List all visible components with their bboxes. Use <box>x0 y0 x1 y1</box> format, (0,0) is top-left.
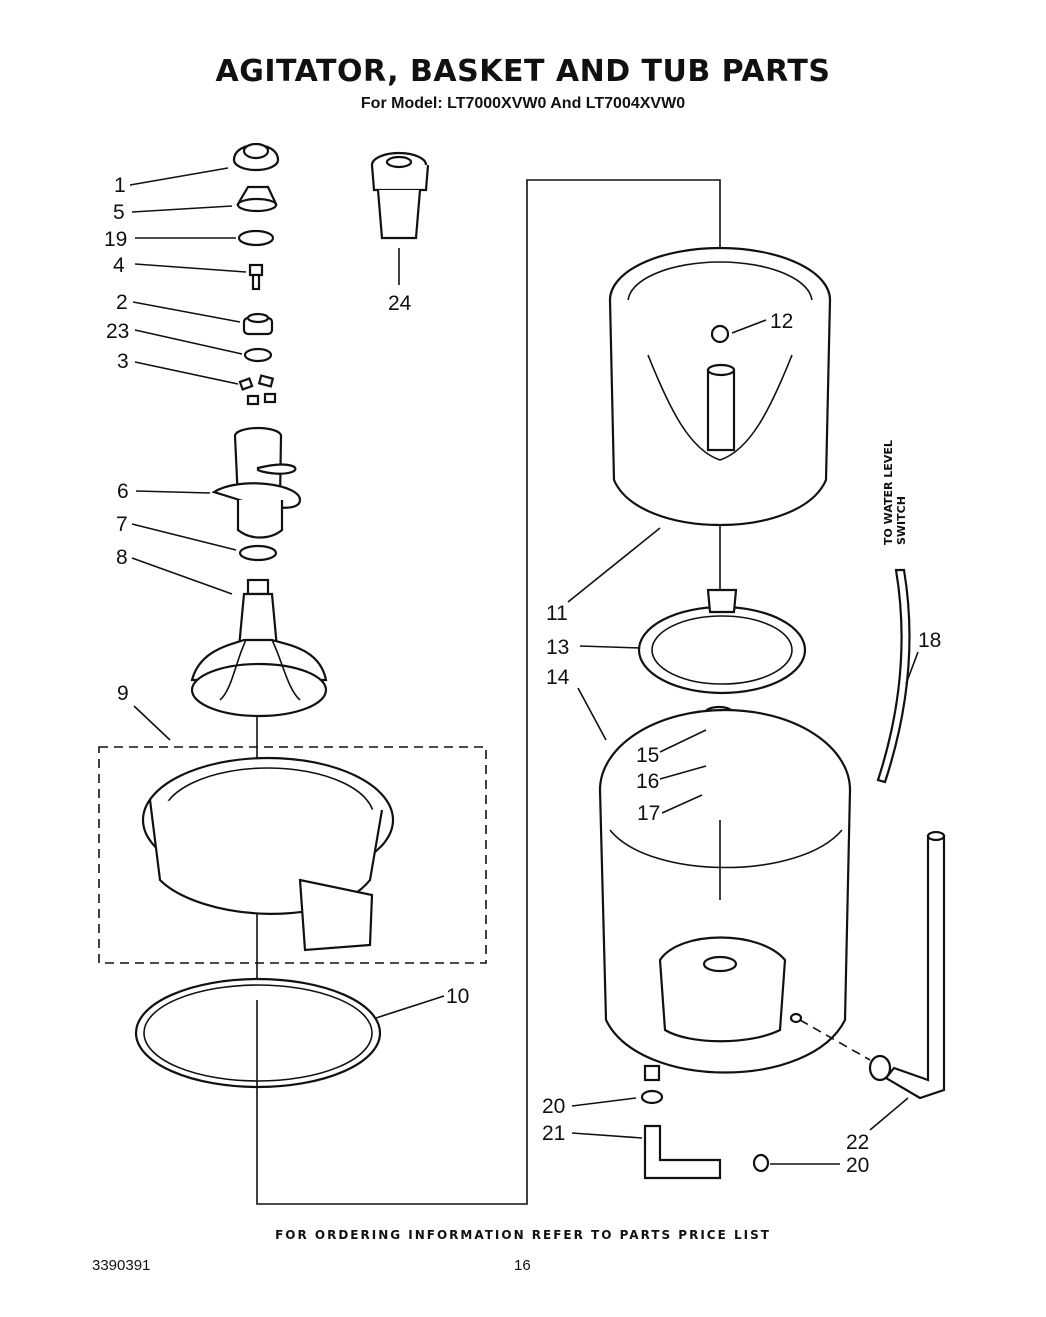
ordering-info-note: FOR ORDERING INFORMATION REFER TO PARTS … <box>275 1228 771 1242</box>
callout-8: 8 <box>116 546 128 569</box>
callout-15: 15 <box>636 744 659 767</box>
callout-4: 4 <box>113 254 125 277</box>
callout-13: 13 <box>546 636 569 659</box>
drive-path-outline <box>256 179 721 1205</box>
callout-14: 14 <box>546 666 570 689</box>
lower-hoses <box>640 830 946 1180</box>
page-title: AGITATOR, BASKET AND TUB PARTS <box>215 54 831 89</box>
part-7-seal <box>238 544 278 562</box>
callout-1: 1 <box>114 174 126 197</box>
callout-labels: 1 5 19 4 2 23 3 6 7 8 9 24 12 11 13 14 1… <box>104 174 941 1177</box>
side-note-line-2: SWITCH <box>895 496 908 545</box>
callout-23: 23 <box>106 320 129 343</box>
callout-18: 18 <box>918 629 941 652</box>
callout-17: 17 <box>637 802 660 825</box>
part-1-agitator-cap <box>232 142 280 172</box>
part-3-dogs <box>238 374 277 406</box>
part-6-auger <box>211 426 302 539</box>
part-8-agitator-base <box>190 578 328 718</box>
callout-9: 9 <box>117 682 129 705</box>
part-9-10-box <box>98 746 487 1089</box>
callout-6: 6 <box>117 480 129 503</box>
part-5-cam <box>236 185 278 213</box>
part-2-ratchet-hub <box>242 312 274 336</box>
leader-lines <box>129 167 919 1165</box>
part-14-tub <box>598 708 852 1074</box>
page-number: 16 <box>514 1257 531 1274</box>
document-number: 3390391 <box>92 1257 151 1274</box>
agitator-assembly <box>190 142 328 1000</box>
callout-3: 3 <box>117 350 129 373</box>
callout-11: 11 <box>546 602 568 625</box>
callout-20-upper: 20 <box>542 1095 565 1118</box>
callout-20-lower: 20 <box>846 1154 869 1177</box>
part-18-water-level-hose <box>876 568 911 784</box>
callout-7: 7 <box>116 513 128 536</box>
callout-12: 12 <box>770 310 793 333</box>
callout-22: 22 <box>846 1131 869 1154</box>
callout-10: 10 <box>446 985 469 1008</box>
callout-19: 19 <box>104 228 127 251</box>
side-note-line-1: TO WATER LEVEL <box>882 440 895 545</box>
part-24-dispenser <box>370 151 430 240</box>
model-subtitle: For Model: LT7000XVW0 And LT7004XVW0 <box>360 95 686 112</box>
part-4-bolt <box>248 263 264 291</box>
callout-21: 21 <box>542 1122 565 1145</box>
part-19-o-ring <box>237 229 275 247</box>
part-13-ring <box>637 588 807 695</box>
part-23-washer <box>243 347 273 363</box>
callout-5: 5 <box>113 201 125 224</box>
callout-16: 16 <box>636 770 659 793</box>
part-11-basket <box>608 246 832 600</box>
callout-2: 2 <box>116 291 128 314</box>
callout-24: 24 <box>388 292 412 315</box>
